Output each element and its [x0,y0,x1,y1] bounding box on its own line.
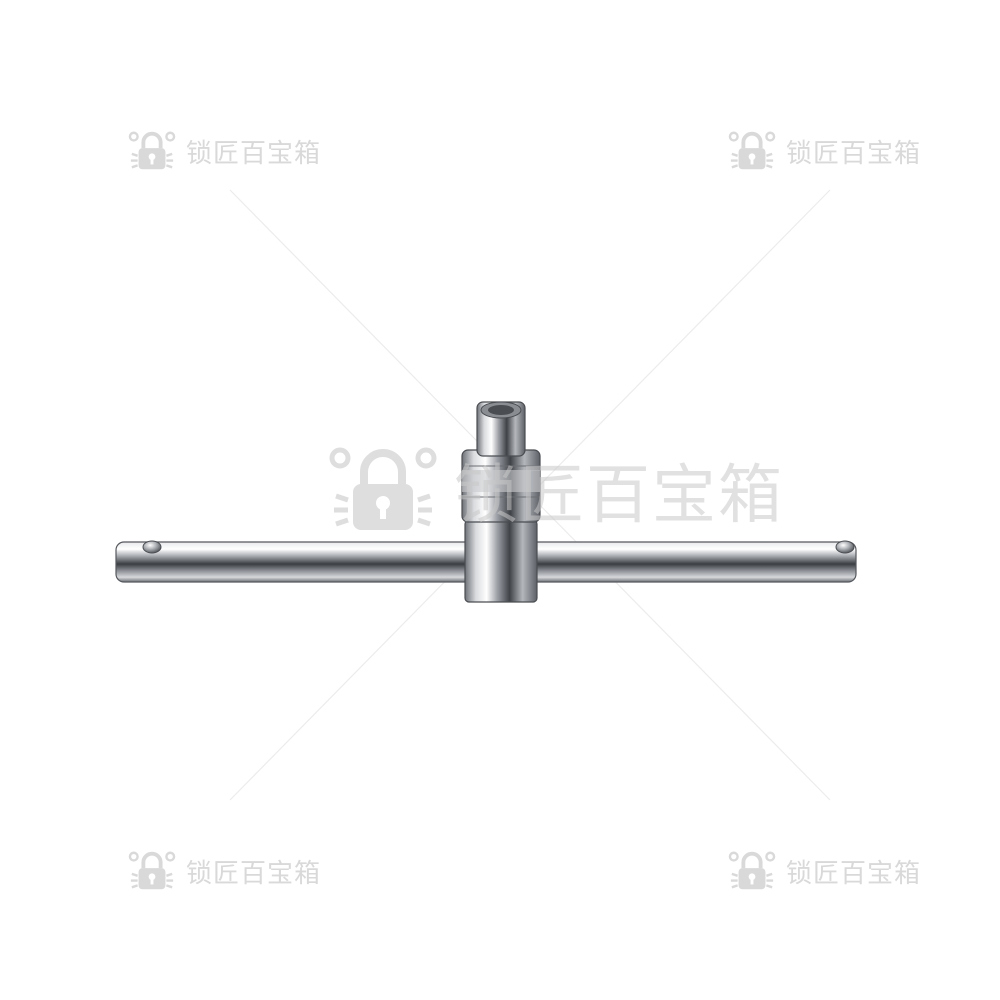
watermark-text: 锁匠百宝箱 [786,858,922,889]
watermark-top-right: 锁匠百宝箱 [728,126,921,176]
padlock-wrench-logo-icon [329,447,437,530]
end-pin-left [142,540,162,554]
watermark-text: 锁匠百宝箱 [786,138,922,169]
padlock-wrench-logo-icon [728,131,776,170]
socket-band [462,470,540,492]
padlock-wrench-logo-icon [728,851,776,890]
watermark-top-left: 锁匠百宝箱 [128,126,321,176]
padlock-wrench-logo-icon [128,851,176,890]
watermark-text: 锁匠百宝箱 [454,459,784,533]
watermark-bottom-left: 锁匠百宝箱 [128,846,321,896]
watermark-bottom-right: 锁匠百宝箱 [728,846,921,896]
watermark-center: 锁匠百宝箱 [328,440,784,540]
watermark-text: 锁匠百宝箱 [186,138,322,169]
watermark-text: 锁匠百宝箱 [186,858,322,889]
end-pin-right [835,540,855,554]
padlock-wrench-logo-icon [128,131,176,170]
